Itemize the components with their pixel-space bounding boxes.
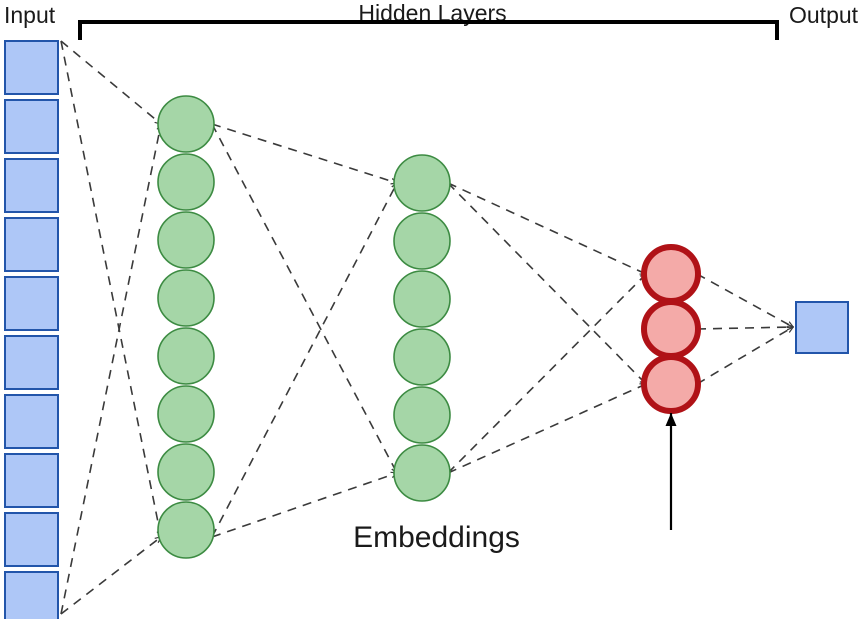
- node-input: [4, 571, 59, 619]
- connection-edge: [60, 124, 161, 615]
- connection-edge: [696, 327, 793, 329]
- node-hidden-2: [393, 270, 451, 328]
- node-hidden-1: [157, 385, 215, 443]
- connection-edge: [60, 40, 161, 537]
- node-input: [4, 453, 59, 508]
- connection-edge: [447, 182, 646, 274]
- node-input: [4, 99, 59, 154]
- node-embeddings: [641, 244, 701, 304]
- node-input: [4, 394, 59, 449]
- node-hidden-1: [157, 327, 215, 385]
- node-hidden-2: [393, 328, 451, 386]
- node-input: [4, 217, 59, 272]
- node-embeddings: [641, 299, 701, 359]
- nodes-group: [4, 40, 849, 619]
- node-input: [4, 40, 59, 95]
- input-layer-label: Input: [4, 2, 56, 28]
- node-hidden-1: [157, 211, 215, 269]
- bracket-path: [78, 20, 779, 40]
- connection-edge: [60, 537, 161, 615]
- node-input: [4, 335, 59, 390]
- node-hidden-2: [393, 212, 451, 270]
- node-embeddings: [641, 354, 701, 414]
- node-input: [4, 512, 59, 567]
- connection-edge: [211, 123, 397, 183]
- node-input: [4, 276, 59, 331]
- connection-edge: [211, 473, 397, 538]
- node-hidden-2: [393, 386, 451, 444]
- connection-edge: [447, 384, 646, 474]
- edges-group: [60, 40, 793, 615]
- node-hidden-1: [157, 501, 215, 559]
- connection-edge: [447, 274, 646, 474]
- connection-edge: [60, 40, 161, 124]
- node-hidden-1: [157, 269, 215, 327]
- node-input: [4, 158, 59, 213]
- node-output: [795, 301, 849, 354]
- node-hidden-2: [393, 444, 451, 502]
- connection-edge: [696, 273, 793, 327]
- output-layer-label: Output: [789, 2, 859, 28]
- node-hidden-1: [157, 443, 215, 501]
- connection-edge: [696, 327, 793, 385]
- connection-edge: [211, 123, 397, 473]
- connection-edge: [447, 182, 646, 384]
- connection-edge: [211, 183, 397, 538]
- node-hidden-2: [393, 154, 451, 212]
- hidden-layers-bracket: [78, 20, 779, 40]
- node-hidden-1: [157, 153, 215, 211]
- node-hidden-1: [157, 95, 215, 153]
